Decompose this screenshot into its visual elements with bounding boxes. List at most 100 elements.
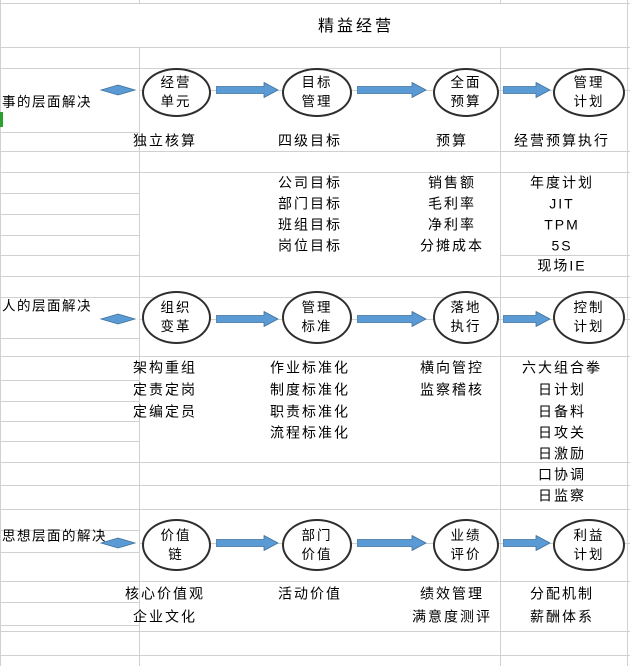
cell-text-caption-2-3[interactable]: 横向管控 — [420, 359, 484, 376]
diamond-glyph — [100, 84, 136, 96]
band-3-flow-arrow-1[interactable] — [216, 534, 279, 552]
cell-text-item-3-4-1[interactable]: 薪酬体系 — [530, 608, 594, 625]
cell-text-item-2-4-4[interactable]: 日激励 — [538, 445, 586, 462]
cell-text-item-2-4-6[interactable]: 日监察 — [538, 487, 586, 504]
node-ellipse-2-1[interactable]: 组织变革 — [141, 290, 211, 344]
cell-text-item-1-3-2[interactable]: 毛利率 — [428, 195, 476, 212]
gridline-h — [0, 132, 139, 133]
node-ellipse-1-2[interactable]: 目标管理 — [282, 67, 352, 117]
gridline-h — [0, 276, 630, 277]
node-text-line: 链 — [168, 547, 184, 562]
cell-text-caption-2-2[interactable]: 作业标准化 — [270, 359, 350, 376]
cell-text-caption-2-1[interactable]: 架构重组 — [133, 359, 197, 376]
band-1-diamond-connector[interactable] — [100, 84, 136, 96]
cell-text-item-2-4-5[interactable]: 口协调 — [538, 466, 586, 483]
node-text-line: 管理 — [573, 75, 605, 90]
cell-text-item-1-3-3[interactable]: 净利率 — [428, 216, 476, 233]
node-text-line: 利益 — [573, 528, 605, 543]
node-ellipse-1-4[interactable]: 管理计划 — [553, 67, 625, 117]
cell-text-item-3-1-1[interactable]: 企业文化 — [133, 608, 197, 625]
band-1-label[interactable]: 事的层面解决 — [2, 94, 92, 110]
node-text-line: 部门 — [301, 528, 333, 543]
cell-text-item-2-4-3[interactable]: 日攻关 — [538, 424, 586, 441]
cell-text-item-1-2-3[interactable]: 班组目标 — [278, 216, 342, 233]
cell-text-item-2-2-2[interactable]: 职责标准化 — [270, 403, 350, 420]
cell-text-item-1-3-1[interactable]: 销售额 — [428, 174, 476, 191]
band-2-flow-arrow-1[interactable] — [216, 310, 279, 328]
node-ellipse-2-2[interactable]: 管理标准 — [282, 290, 352, 344]
right-arrow-glyph — [216, 82, 279, 98]
band-3-flow-arrow-3[interactable] — [503, 534, 551, 552]
node-ellipse-3-4[interactable]: 利益计划 — [553, 519, 625, 571]
cell-text-caption-1-3[interactable]: 预算 — [436, 132, 468, 149]
cell-text-item-1-4-2[interactable]: JIT — [549, 195, 575, 212]
cell-text-item-2-2-3[interactable]: 流程标准化 — [270, 424, 350, 441]
node-text-line: 管理 — [301, 94, 333, 109]
cell-text-caption-1-2[interactable]: 四级目标 — [278, 132, 342, 149]
node-text-line: 经营 — [160, 75, 192, 90]
gridline-h — [0, 530, 139, 531]
band-3-flow-arrow-2[interactable] — [357, 534, 427, 552]
cell-text-item-1-2-2[interactable]: 部门目标 — [278, 195, 342, 212]
node-ellipse-2-4[interactable]: 控制计划 — [553, 290, 625, 344]
node-text-line: 落地 — [450, 300, 482, 315]
cell-text-caption-3-1[interactable]: 核心价值观 — [125, 585, 205, 602]
cell-text-item-1-3-4[interactable]: 分摊成本 — [420, 237, 484, 254]
cell-text-caption-2-4[interactable]: 六大组合拳 — [522, 359, 602, 376]
gridline-h — [0, 625, 139, 626]
gridline-h — [0, 151, 630, 152]
band-2-diamond-connector[interactable] — [100, 313, 136, 325]
diamond-glyph — [100, 537, 136, 549]
cell-text-caption-3-4[interactable]: 分配机制 — [530, 585, 594, 602]
cell-text-caption-3-3[interactable]: 绩效管理 — [420, 585, 484, 602]
gridline-h — [0, 441, 139, 442]
cell-text-item-1-2-4[interactable]: 岗位目标 — [278, 237, 342, 254]
cell-text-item-1-4-1[interactable]: 年度计划 — [530, 174, 594, 191]
node-text-line: 价值 — [301, 547, 333, 562]
right-arrow-glyph — [503, 82, 551, 98]
cell-text-caption-3-2[interactable]: 活动价值 — [278, 585, 342, 602]
cell-text-item-1-4-5[interactable]: 现场IE — [537, 257, 587, 274]
cell-text-item-3-3-1[interactable]: 满意度测评 — [412, 608, 492, 625]
band-1-flow-arrow-1[interactable] — [216, 81, 279, 99]
node-ellipse-3-2[interactable]: 部门价值 — [282, 519, 352, 571]
node-ellipse-1-1[interactable]: 经营单元 — [141, 67, 211, 117]
cell-text-caption-1-1[interactable]: 独立核算 — [133, 132, 197, 149]
node-text-line: 预算 — [450, 94, 482, 109]
cell-text-item-2-4-1[interactable]: 日计划 — [538, 381, 586, 398]
green-marker — [0, 112, 3, 127]
node-text-line: 计划 — [573, 547, 605, 562]
node-ellipse-3-1[interactable]: 价值链 — [141, 519, 211, 571]
sheet-title[interactable]: 精益经营 — [317, 18, 395, 35]
node-ellipse-2-3[interactable]: 落地执行 — [433, 290, 499, 344]
band-3-diamond-connector[interactable] — [100, 537, 136, 549]
band-2-flow-arrow-3[interactable] — [503, 310, 551, 328]
cell-text-item-2-1-2[interactable]: 定编定员 — [133, 403, 197, 420]
band-2-flow-arrow-2[interactable] — [357, 310, 427, 328]
cell-text-item-2-2-1[interactable]: 制度标准化 — [270, 381, 350, 398]
node-text-line: 目标 — [301, 75, 333, 90]
node-text-line: 管理 — [301, 300, 333, 315]
cell-text-item-2-4-2[interactable]: 日备料 — [538, 403, 586, 420]
gridline-h — [0, 631, 630, 632]
node-ellipse-1-3[interactable]: 全面预算 — [433, 67, 499, 117]
band-3-label[interactable]: 思想层面的解决 — [2, 528, 107, 544]
cell-text-item-1-2-1[interactable]: 公司目标 — [278, 174, 342, 191]
cell-text-item-2-3-1[interactable]: 监察稽核 — [420, 381, 484, 398]
cell-text-item-1-4-4[interactable]: 5S — [551, 237, 573, 254]
node-text-line: 计划 — [573, 94, 605, 109]
right-arrow-glyph — [503, 535, 551, 551]
node-text-line: 变革 — [160, 319, 192, 334]
band-1-flow-arrow-2[interactable] — [357, 81, 427, 99]
gridline-h — [0, 356, 630, 357]
band-1-flow-arrow-3[interactable] — [503, 81, 551, 99]
node-ellipse-3-3[interactable]: 业绩评价 — [433, 519, 499, 571]
cell-text-item-2-1-1[interactable]: 定责定岗 — [133, 381, 197, 398]
cell-text-item-1-4-3[interactable]: TPM — [544, 216, 580, 233]
cell-text-caption-1-4[interactable]: 经营预算执行 — [514, 132, 610, 149]
right-arrow-glyph — [216, 311, 279, 327]
gridline-h — [0, 581, 630, 582]
gridline-h — [0, 380, 139, 381]
band-2-label[interactable]: 人的层面解决 — [2, 298, 92, 314]
